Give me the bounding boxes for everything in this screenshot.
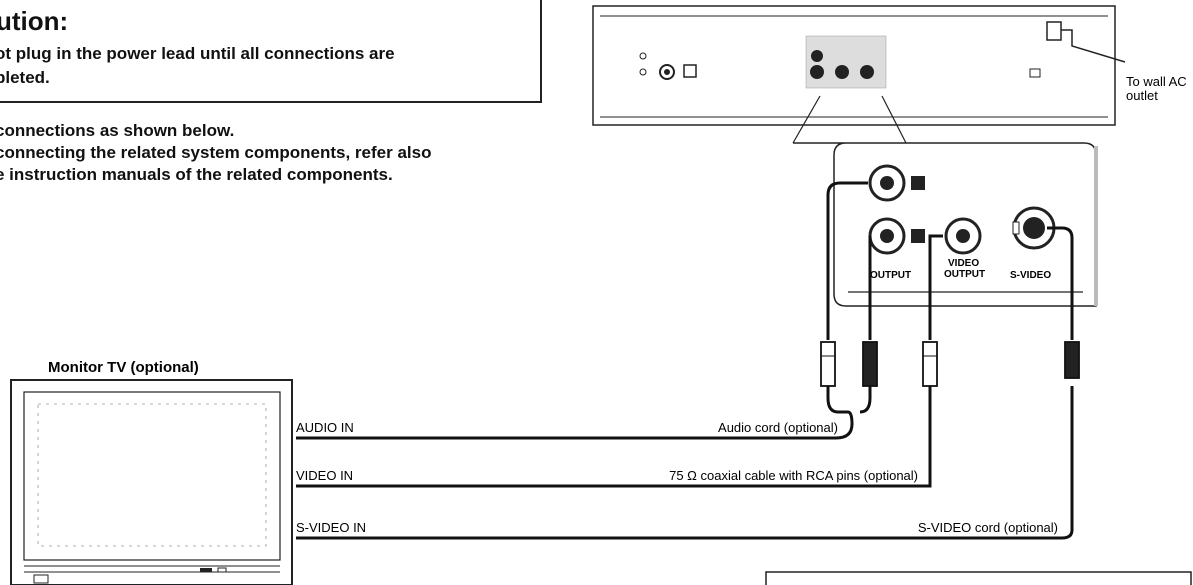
output-label: OUTPUT (870, 270, 911, 281)
instruction-line-1: connections as shown below. (0, 121, 235, 140)
instruction-line-3: e instruction manuals of the related com… (0, 165, 393, 184)
video-output-label-2: OUTPUT (944, 269, 985, 280)
audio-in-label: AUDIO IN (296, 420, 354, 435)
cables (296, 181, 1074, 540)
bottom-note-box (765, 571, 1192, 585)
svideo-cord-label: S-VIDEO cord (optional) (918, 520, 1058, 535)
monitor-tv (10, 379, 293, 585)
svideo-jack-label: S-VIDEO (1010, 270, 1051, 281)
video-output-label-1: VIDEO (948, 258, 979, 269)
wall-label-1: To wall AC (1126, 74, 1187, 89)
caution-line-1: ot plug in the power lead until all conn… (0, 44, 395, 63)
audio-cable-join (859, 386, 872, 414)
player-rear-panel (592, 5, 1126, 126)
svideo-cable-bottom (296, 386, 1074, 540)
svideo-in-label: S-VIDEO IN (296, 520, 366, 535)
audio-cable-bottom (296, 386, 854, 440)
instructions: connections as shown below. connecting t… (0, 120, 515, 186)
video-cable-top (928, 234, 943, 340)
svideo-cable-top (1047, 226, 1074, 340)
audio-cord-label: Audio cord (optional) (718, 420, 838, 435)
video-in-label: VIDEO IN (296, 468, 353, 483)
tv-title: Monitor TV (optional) (48, 359, 199, 376)
coax-cable-label: 75 Ω coaxial cable with RCA pins (option… (669, 468, 918, 483)
zoomed-output-panel (793, 142, 1098, 307)
callout-line-right (881, 95, 907, 144)
plugs (820, 341, 1080, 387)
instruction-line-2: connecting the related system components… (0, 143, 432, 162)
video-cable-bottom (296, 386, 932, 488)
audio-cable-left (826, 181, 868, 340)
caution-line-2: pleted. (0, 68, 50, 87)
caution-text: ot plug in the power lead until all conn… (0, 42, 535, 90)
caution-title: ution: (0, 6, 69, 36)
callout-line-left (792, 95, 821, 144)
wall-label-2: outlet (1126, 88, 1158, 103)
caution-box (0, 0, 542, 103)
